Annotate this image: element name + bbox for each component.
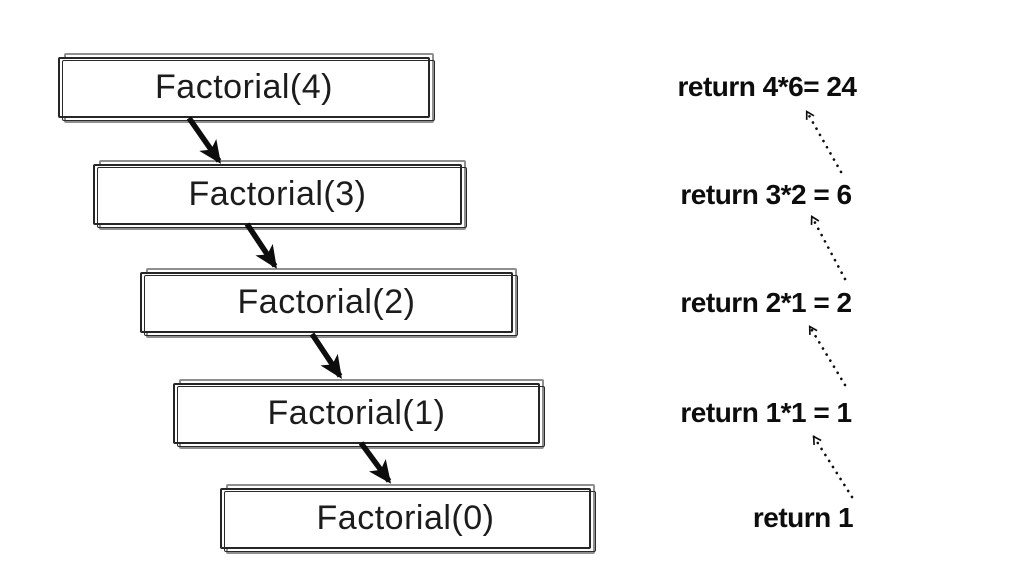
return-label-factorial-3: return 3*2 = 6 — [680, 179, 852, 210]
call-box-factorial-4: Factorial(4) — [58, 53, 435, 123]
recursive-call-arrow-2 — [244, 222, 278, 269]
return-flow-arrow-1 — [805, 110, 843, 174]
return-label-factorial-0: return 1 — [752, 502, 854, 533]
recursive-call-arrow-1 — [186, 116, 222, 164]
return-flow-arrow-3 — [808, 325, 847, 387]
call-box-factorial-1: Factorial(1) — [173, 379, 545, 449]
call-box-factorial-2: Factorial(2) — [140, 268, 518, 338]
call-box-label: Factorial(3) — [188, 175, 367, 213]
return-label-factorial-4: return 4*6= 24 — [677, 71, 858, 102]
return-label-factorial-1: return 1*1 = 1 — [680, 397, 852, 428]
return-flow-arrow-4 — [812, 435, 854, 499]
call-box-label: Factorial(2) — [237, 283, 416, 321]
return-label-factorial-2: return 2*1 = 2 — [680, 287, 852, 318]
call-box-label: Factorial(1) — [267, 394, 446, 432]
recursive-call-arrow-3 — [309, 332, 343, 379]
return-flow-arrow-2 — [810, 215, 847, 281]
call-box-label: Factorial(0) — [316, 499, 495, 537]
call-box-factorial-3: Factorial(3) — [93, 160, 467, 230]
call-box-factorial-0: Factorial(0) — [220, 484, 596, 554]
call-box-label: Factorial(4) — [155, 68, 333, 106]
recursive-call-arrow-4 — [358, 441, 392, 484]
